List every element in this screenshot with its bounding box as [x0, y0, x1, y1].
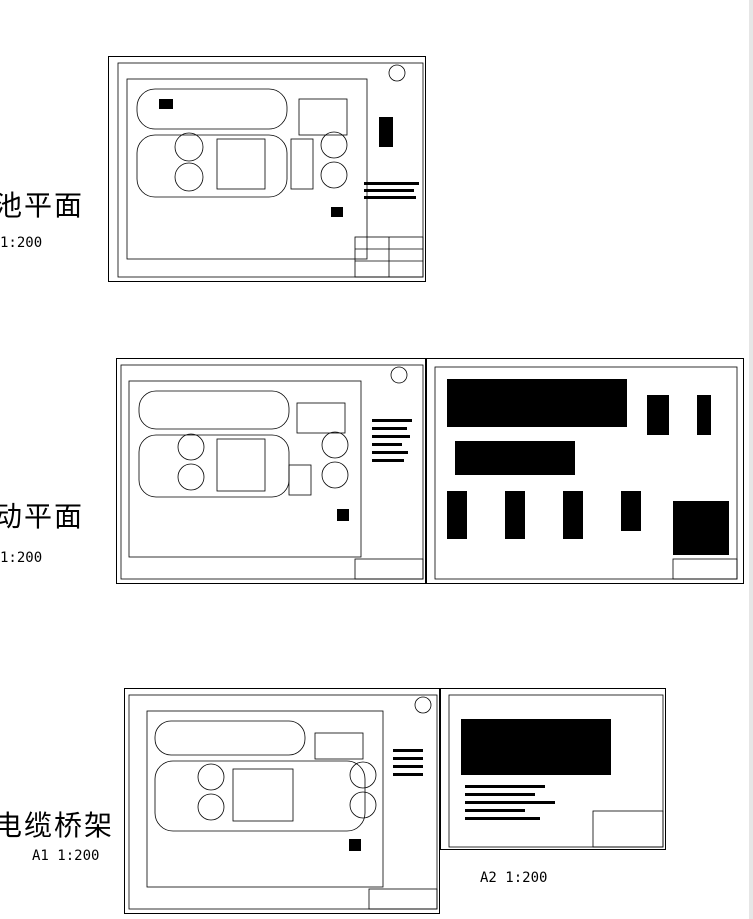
sheet-1-drawing: [117, 62, 424, 278]
sheet-2-drawing: [120, 364, 424, 580]
cad-sheet-3-table[interactable]: [440, 688, 666, 850]
drawing-scale-1: 1:200: [0, 235, 43, 251]
cad-sheet-2-table[interactable]: [426, 358, 744, 584]
drawing-label-1: 池平面: [0, 189, 85, 222]
drawing-label-2: 动平面: [0, 500, 85, 533]
drawing-scale-2: 1:200: [0, 550, 43, 566]
sheet-3-drawing: [128, 694, 438, 910]
cad-sheet-3[interactable]: [124, 688, 440, 914]
drawing-scale-3b: A2 1:200: [480, 870, 548, 886]
drawing-label-3: 电缆桥架: [0, 809, 115, 842]
sheet-2-table-drawing: [434, 366, 738, 580]
sheet-3-table-drawing: [448, 694, 664, 848]
drawing-scale-3: A1 1:200: [32, 848, 100, 864]
scrollbar-track[interactable]: [749, 0, 753, 919]
cad-sheet-2[interactable]: [116, 358, 426, 584]
cad-sheet-1[interactable]: [108, 56, 426, 282]
